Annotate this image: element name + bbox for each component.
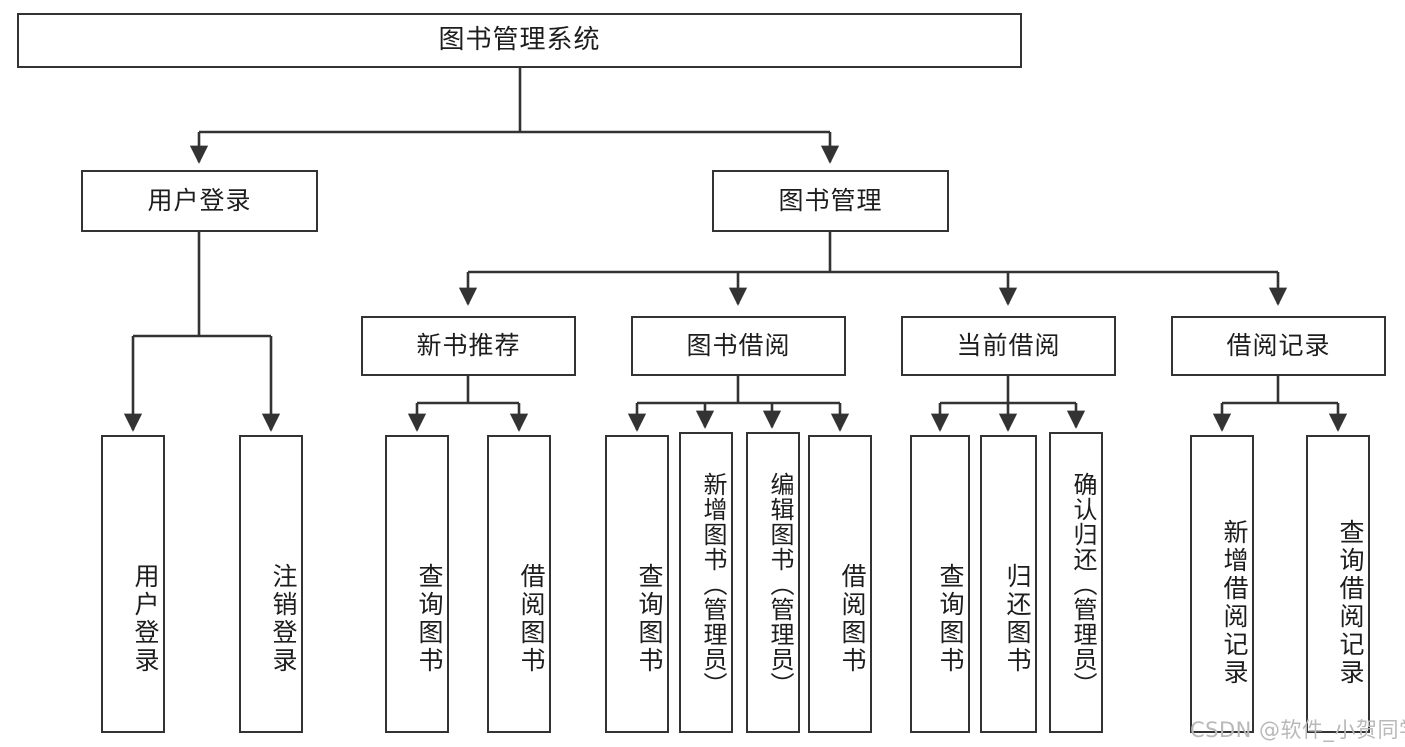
node-leaf-query-book-1-label: 查询图书 — [415, 563, 444, 675]
node-leaf-query-record-label: 查询借阅记录 — [1336, 519, 1365, 687]
node-leaf-return-book-label: 归还图书 — [1003, 563, 1032, 675]
node-leaf-add-record-label: 新增借阅记录 — [1220, 519, 1249, 687]
node-leaf-add-book-label: 新增图书（管理员） — [699, 472, 727, 697]
node-leaf-return-book[interactable]: 归还图书 — [980, 435, 1037, 733]
node-user-login-label: 用户登录 — [147, 186, 252, 215]
node-leaf-user-login-label: 用户登录 — [131, 563, 160, 675]
node-leaf-query-book-2-label: 查询图书 — [635, 563, 664, 675]
node-current-borrow-label: 当前借阅 — [956, 331, 1061, 360]
node-leaf-edit-book[interactable]: 编辑图书（管理员） — [746, 432, 800, 733]
node-leaf-add-record[interactable]: 新增借阅记录 — [1190, 435, 1254, 733]
node-borrow-record[interactable]: 借阅记录 — [1171, 316, 1386, 376]
node-leaf-query-record[interactable]: 查询借阅记录 — [1306, 435, 1370, 733]
node-new-book-recommend[interactable]: 新书推荐 — [361, 316, 576, 376]
node-leaf-add-book[interactable]: 新增图书（管理员） — [679, 432, 733, 733]
csdn-watermark: CSDN @软件_小贺同学 — [1190, 718, 1405, 742]
node-leaf-borrow-book-1-label: 借阅图书 — [517, 563, 546, 675]
node-user-login[interactable]: 用户登录 — [81, 170, 318, 232]
node-leaf-borrow-book-2-label: 借阅图书 — [838, 563, 867, 675]
node-book-manage-label: 图书管理 — [778, 186, 883, 215]
node-leaf-confirm-return-label: 确认归还（管理员） — [1069, 472, 1097, 697]
node-leaf-borrow-book-1[interactable]: 借阅图书 — [487, 435, 551, 733]
node-leaf-user-logout-label: 注销登录 — [269, 563, 298, 675]
node-leaf-query-book-1[interactable]: 查询图书 — [385, 435, 449, 733]
node-root-label: 图书管理系统 — [438, 24, 601, 55]
node-root[interactable]: 图书管理系统 — [17, 13, 1022, 68]
node-book-borrow-label: 图书借阅 — [686, 331, 791, 360]
node-borrow-record-label: 借阅记录 — [1226, 331, 1331, 360]
node-leaf-query-book-2[interactable]: 查询图书 — [605, 435, 669, 733]
node-leaf-confirm-return[interactable]: 确认归还（管理员） — [1049, 432, 1103, 733]
node-leaf-borrow-book-2[interactable]: 借阅图书 — [808, 435, 872, 733]
node-new-book-recommend-label: 新书推荐 — [416, 331, 521, 360]
node-book-manage[interactable]: 图书管理 — [712, 170, 949, 232]
node-leaf-edit-book-label: 编辑图书（管理员） — [766, 472, 794, 697]
node-current-borrow[interactable]: 当前借阅 — [901, 316, 1116, 376]
node-book-borrow[interactable]: 图书借阅 — [631, 316, 846, 376]
node-leaf-user-logout[interactable]: 注销登录 — [239, 435, 303, 733]
node-leaf-user-login[interactable]: 用户登录 — [101, 435, 165, 733]
node-leaf-query-book-3-label: 查询图书 — [936, 563, 965, 675]
node-leaf-query-book-3[interactable]: 查询图书 — [910, 435, 970, 733]
